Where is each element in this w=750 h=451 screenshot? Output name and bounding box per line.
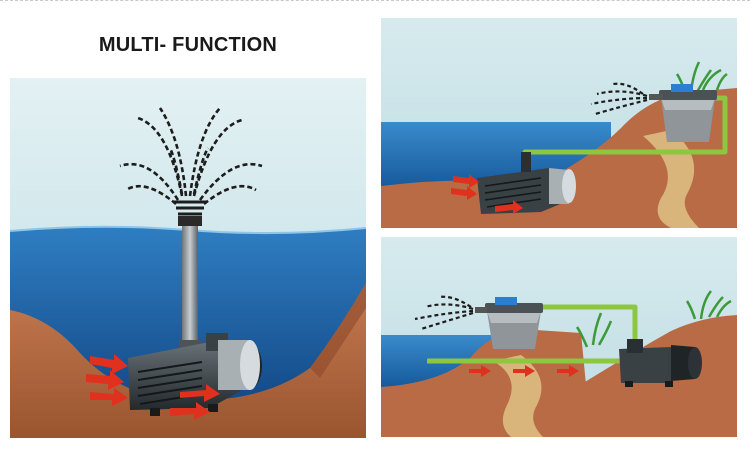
pond-filter-icon xyxy=(649,84,717,142)
fountain-nozzle xyxy=(178,216,202,226)
pond-filter-icon xyxy=(475,297,543,349)
outflow-spray xyxy=(590,82,648,116)
bank-shadow xyxy=(310,283,366,378)
grass xyxy=(575,290,732,348)
page-title: MULTI- FUNCTION xyxy=(98,34,278,56)
filter-panel-bottom xyxy=(381,237,737,437)
filter-panel-top xyxy=(381,18,737,228)
spray-base xyxy=(174,200,206,216)
fountain-spray xyxy=(119,107,263,206)
pond-pump-icon xyxy=(477,152,576,214)
external-pump-icon xyxy=(619,339,702,387)
intake-arrows xyxy=(86,354,220,420)
flow-arrows xyxy=(469,365,579,377)
top-divider xyxy=(0,0,750,3)
gravel-channel xyxy=(493,355,543,437)
hill-left xyxy=(381,329,591,437)
riser-pipe xyxy=(182,226,198,346)
pipe-joint xyxy=(179,340,201,348)
fountain-panel xyxy=(10,78,366,438)
filter-scene-bottom xyxy=(381,237,737,437)
fountain-scene xyxy=(10,78,366,438)
intake-arrows xyxy=(451,174,523,214)
filter-scene-top xyxy=(381,18,737,228)
outflow-spray xyxy=(414,295,474,331)
